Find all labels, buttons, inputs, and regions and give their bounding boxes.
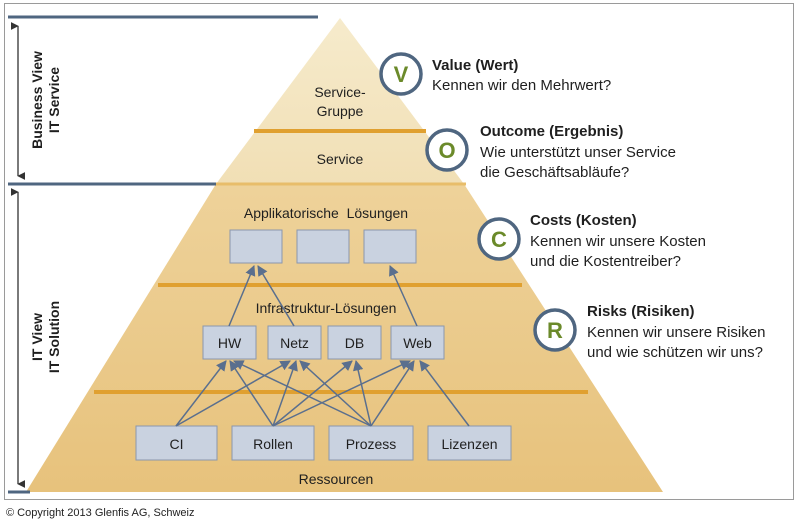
voc-r-outcome: O Outcome (Ergebnis) Wie unterstützt uns…: [425, 123, 676, 181]
arrow-prozess-db: [353, 359, 372, 427]
resource-label-rollen: Rollen: [253, 436, 293, 452]
risks-letter: R: [547, 318, 563, 343]
arrow-prozess-hw: [233, 360, 372, 427]
costs-question-line2: und die Kostentreiber?: [530, 253, 681, 270]
applications-title: Applikatorische Lösungen: [244, 205, 408, 221]
arrow-rollen-web: [272, 360, 411, 427]
voc-r-costs: C Costs (Kosten) Kennen wir unsere Koste…: [477, 212, 706, 270]
costs-circle: [477, 217, 521, 261]
value-question: Kennen wir den Mehrwert?: [432, 77, 611, 94]
value-title: Value (Wert): [432, 57, 518, 74]
application-box-3: [363, 229, 417, 264]
arrow-web-app3: [389, 265, 418, 327]
it-view-label: IT View IT Solution: [29, 301, 62, 373]
resources-title: Ressourcen: [299, 471, 374, 487]
service-group-line2: Gruppe: [317, 103, 364, 119]
infra-label-web: Web: [403, 335, 432, 351]
service-group-line1: Service-: [314, 84, 366, 100]
risks-question-line1: Kennen wir unsere Risiken: [587, 324, 765, 341]
outcome-circle: [425, 128, 469, 172]
application-box-2: [296, 229, 350, 264]
application-boxes: [229, 229, 417, 264]
arrow-rollen-hw: [229, 360, 274, 427]
business-view-label: Business View IT Service: [29, 51, 62, 149]
voc-r-list: V Value (Wert) Kennen wir den Mehrwert? …: [379, 52, 765, 361]
arrow-ci-netz: [175, 360, 291, 427]
arrow-lizenzen-web: [419, 360, 470, 427]
infra-label-db: DB: [345, 335, 364, 351]
copyright-text: © Copyright 2013 Glenfis AG, Schweiz: [6, 507, 195, 519]
voc-r-value: V Value (Wert) Kennen wir den Mehrwert?: [379, 52, 611, 96]
arrow-netz-app1: [257, 265, 295, 327]
outcome-question-line1: Wie unterstützt unser Service: [480, 144, 676, 161]
infra-label-hw: HW: [218, 335, 242, 351]
resource-box-ci: [135, 425, 218, 461]
costs-title: Costs (Kosten): [530, 212, 637, 229]
infra-box-web: [390, 325, 445, 360]
costs-question-line1: Kennen wir unsere Kosten: [530, 233, 706, 250]
resource-box-prozess: [328, 425, 414, 461]
resource-boxes: CI Rollen Prozess Lizenzen: [135, 425, 512, 461]
arrow-prozess-netz: [299, 360, 372, 427]
resource-label-prozess: Prozess: [346, 436, 397, 452]
outcome-title: Outcome (Ergebnis): [480, 123, 623, 140]
risks-title: Risks (Risiken): [587, 303, 695, 320]
business-view-line1: Business View: [29, 51, 45, 149]
risks-circle: [533, 308, 577, 352]
value-circle: [379, 52, 423, 96]
infrastructure-title: Infrastruktur-Lösungen: [256, 300, 397, 316]
side-markers: [8, 15, 318, 494]
value-letter: V: [394, 62, 409, 87]
risks-question-line2: und wie schützen wir uns?: [587, 344, 763, 361]
application-box-1: [229, 229, 283, 264]
resource-box-rollen: [231, 425, 315, 461]
outcome-letter: O: [438, 138, 455, 163]
arrow-prozess-web: [370, 360, 415, 427]
arrow-ci-hw: [175, 360, 227, 427]
infra-box-db: [327, 325, 382, 360]
arrow-rollen-db: [272, 360, 353, 427]
arrow-rollen-netz: [272, 360, 298, 427]
it-view-line1: IT View: [29, 313, 45, 361]
business-view-line2: IT Service: [46, 67, 62, 133]
infra-box-netz: [267, 325, 322, 360]
dependency-arrows: [175, 265, 470, 427]
infrastructure-boxes: HW Netz DB Web: [202, 325, 445, 360]
resource-label-lizenzen: Lizenzen: [441, 436, 497, 452]
service-label: Service: [317, 151, 364, 167]
infra-label-netz: Netz: [280, 335, 309, 351]
arrow-hw-app1: [228, 265, 256, 327]
pyramid-business-layer: [216, 18, 464, 184]
costs-letter: C: [491, 227, 507, 252]
outcome-question-line2: die Geschäftsabläufe?: [480, 164, 629, 181]
voc-r-risks: R Risks (Risiken) Kennen wir unsere Risi…: [533, 303, 765, 361]
resource-box-lizenzen: [427, 425, 512, 461]
infra-box-hw: [202, 325, 257, 360]
it-view-line2: IT Solution: [46, 301, 62, 373]
resource-label-ci: CI: [170, 436, 184, 452]
